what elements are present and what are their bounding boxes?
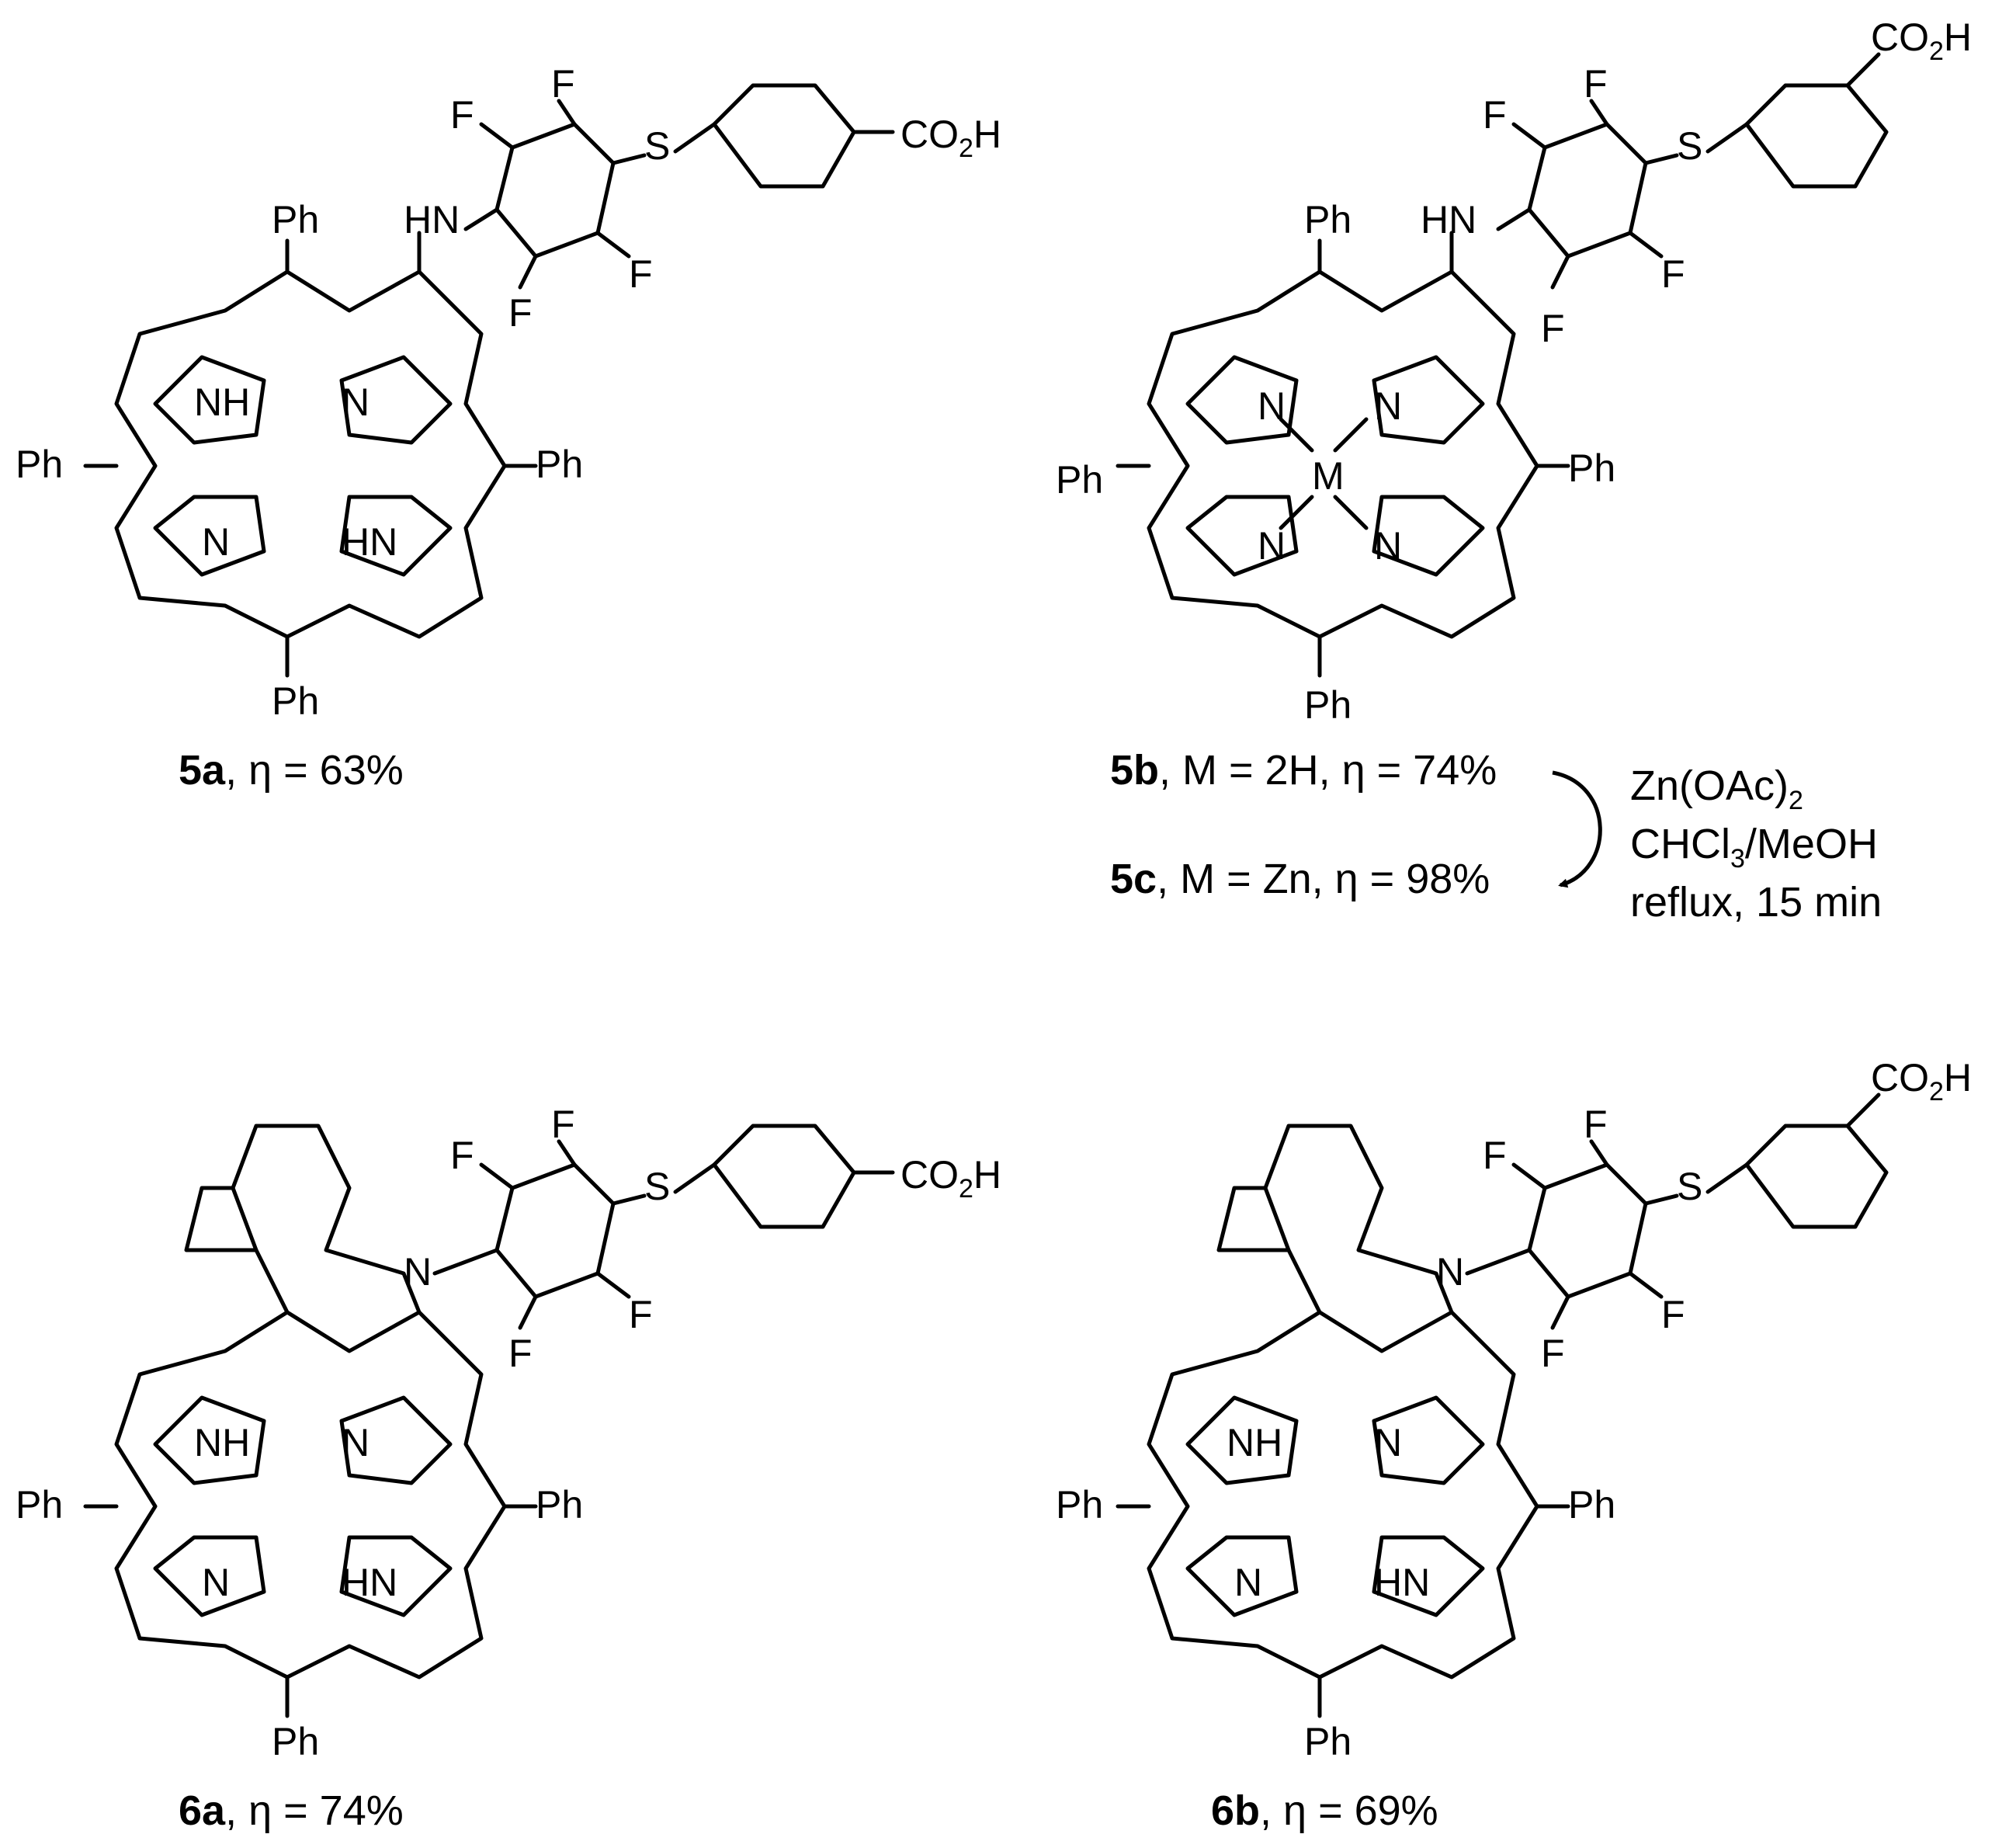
- svg-text:Ph: Ph: [1056, 1483, 1103, 1527]
- svg-text:CO2H: CO2H: [1871, 16, 1972, 66]
- svg-text:HN: HN: [1374, 1561, 1430, 1604]
- svg-text:N: N: [202, 1561, 230, 1604]
- condition-time: reflux, 15 min: [1630, 879, 1882, 926]
- caption-6a: 6a, η = 74%: [179, 1787, 404, 1834]
- svg-text:NH: NH: [194, 380, 250, 424]
- molecule-6b-template: Ph Ph Ph NH N N HN N F F F F S CO2H: [1056, 1056, 1972, 1763]
- svg-text:F: F: [551, 1103, 575, 1146]
- svg-text:Ph: Ph: [536, 443, 583, 486]
- svg-text:Ph: Ph: [536, 1483, 583, 1527]
- svg-text:N: N: [1436, 1250, 1464, 1294]
- molecule-5a-template: Ph Ph Ph Ph NH N N HN HN F F F F S CO2H: [16, 62, 1001, 723]
- svg-text:Ph: Ph: [1304, 683, 1352, 727]
- svg-text:HN: HN: [342, 1561, 397, 1604]
- svg-text:N: N: [1234, 1561, 1262, 1604]
- svg-text:Ph: Ph: [16, 443, 63, 486]
- svg-text:Ph: Ph: [1568, 446, 1615, 490]
- svg-text:CO2H: CO2H: [900, 1153, 1001, 1204]
- svg-text:Ph: Ph: [1056, 458, 1103, 502]
- reaction-arrow: [1552, 770, 1602, 888]
- svg-text:F: F: [1483, 1134, 1507, 1177]
- svg-text:NH: NH: [1227, 1421, 1282, 1464]
- svg-text:S: S: [1677, 1165, 1702, 1208]
- svg-text:F: F: [1661, 1293, 1685, 1336]
- caption-5c: 5c, M = Zn, η = 98%: [1110, 856, 1490, 902]
- svg-text:F: F: [508, 291, 533, 335]
- svg-text:CO2H: CO2H: [1871, 1056, 1972, 1106]
- condition-reagent: Zn(OAc)2: [1630, 762, 1803, 815]
- svg-text:Ph: Ph: [1304, 1720, 1352, 1763]
- svg-text:F: F: [1661, 252, 1685, 296]
- svg-text:N: N: [1258, 524, 1286, 568]
- caption-5a: 5a, η = 63%: [179, 747, 404, 794]
- svg-text:F: F: [629, 252, 653, 296]
- svg-text:N: N: [202, 520, 230, 564]
- svg-text:N: N: [1374, 1421, 1402, 1464]
- svg-text:F: F: [1584, 62, 1608, 106]
- svg-text:HN: HN: [404, 198, 460, 241]
- svg-text:CO2H: CO2H: [900, 113, 1001, 163]
- svg-text:F: F: [450, 93, 474, 137]
- svg-text:S: S: [644, 124, 670, 168]
- svg-text:N: N: [1374, 384, 1402, 428]
- condition-solvent: CHCl3/MeOH: [1630, 821, 1878, 874]
- svg-text:S: S: [644, 1165, 670, 1208]
- svg-text:NH: NH: [194, 1421, 250, 1464]
- svg-text:F: F: [1541, 307, 1565, 350]
- svg-text:HN: HN: [342, 520, 397, 564]
- svg-text:Ph: Ph: [272, 198, 319, 241]
- caption-5b: 5b, M = 2H, η = 74%: [1110, 747, 1497, 794]
- svg-text:N: N: [1258, 384, 1286, 428]
- svg-text:N: N: [404, 1250, 432, 1294]
- svg-text:M: M: [1312, 454, 1345, 498]
- svg-text:Ph: Ph: [272, 1720, 319, 1763]
- svg-text:F: F: [450, 1134, 474, 1177]
- svg-text:Ph: Ph: [272, 679, 319, 723]
- svg-text:F: F: [1483, 93, 1507, 137]
- svg-text:F: F: [1541, 1332, 1565, 1375]
- svg-text:HN: HN: [1421, 198, 1476, 241]
- svg-text:Ph: Ph: [1568, 1483, 1615, 1527]
- molecule-6a-template: Ph Ph Ph NH N N HN N F F F F S CO2H: [16, 1103, 1001, 1763]
- svg-text:F: F: [508, 1332, 533, 1375]
- svg-text:F: F: [551, 62, 575, 106]
- caption-6b: 6b, η = 69%: [1211, 1787, 1438, 1834]
- svg-text:Ph: Ph: [1304, 198, 1352, 241]
- svg-text:S: S: [1677, 124, 1702, 168]
- molecule-5b-template: Ph Ph Ph Ph N N N N M HN F F F F S CO2H: [1056, 16, 1972, 727]
- svg-text:F: F: [1584, 1103, 1608, 1146]
- svg-text:Ph: Ph: [16, 1483, 63, 1527]
- svg-text:F: F: [629, 1293, 653, 1336]
- svg-text:N: N: [342, 1421, 370, 1464]
- svg-text:N: N: [1374, 524, 1402, 568]
- svg-text:N: N: [342, 380, 370, 424]
